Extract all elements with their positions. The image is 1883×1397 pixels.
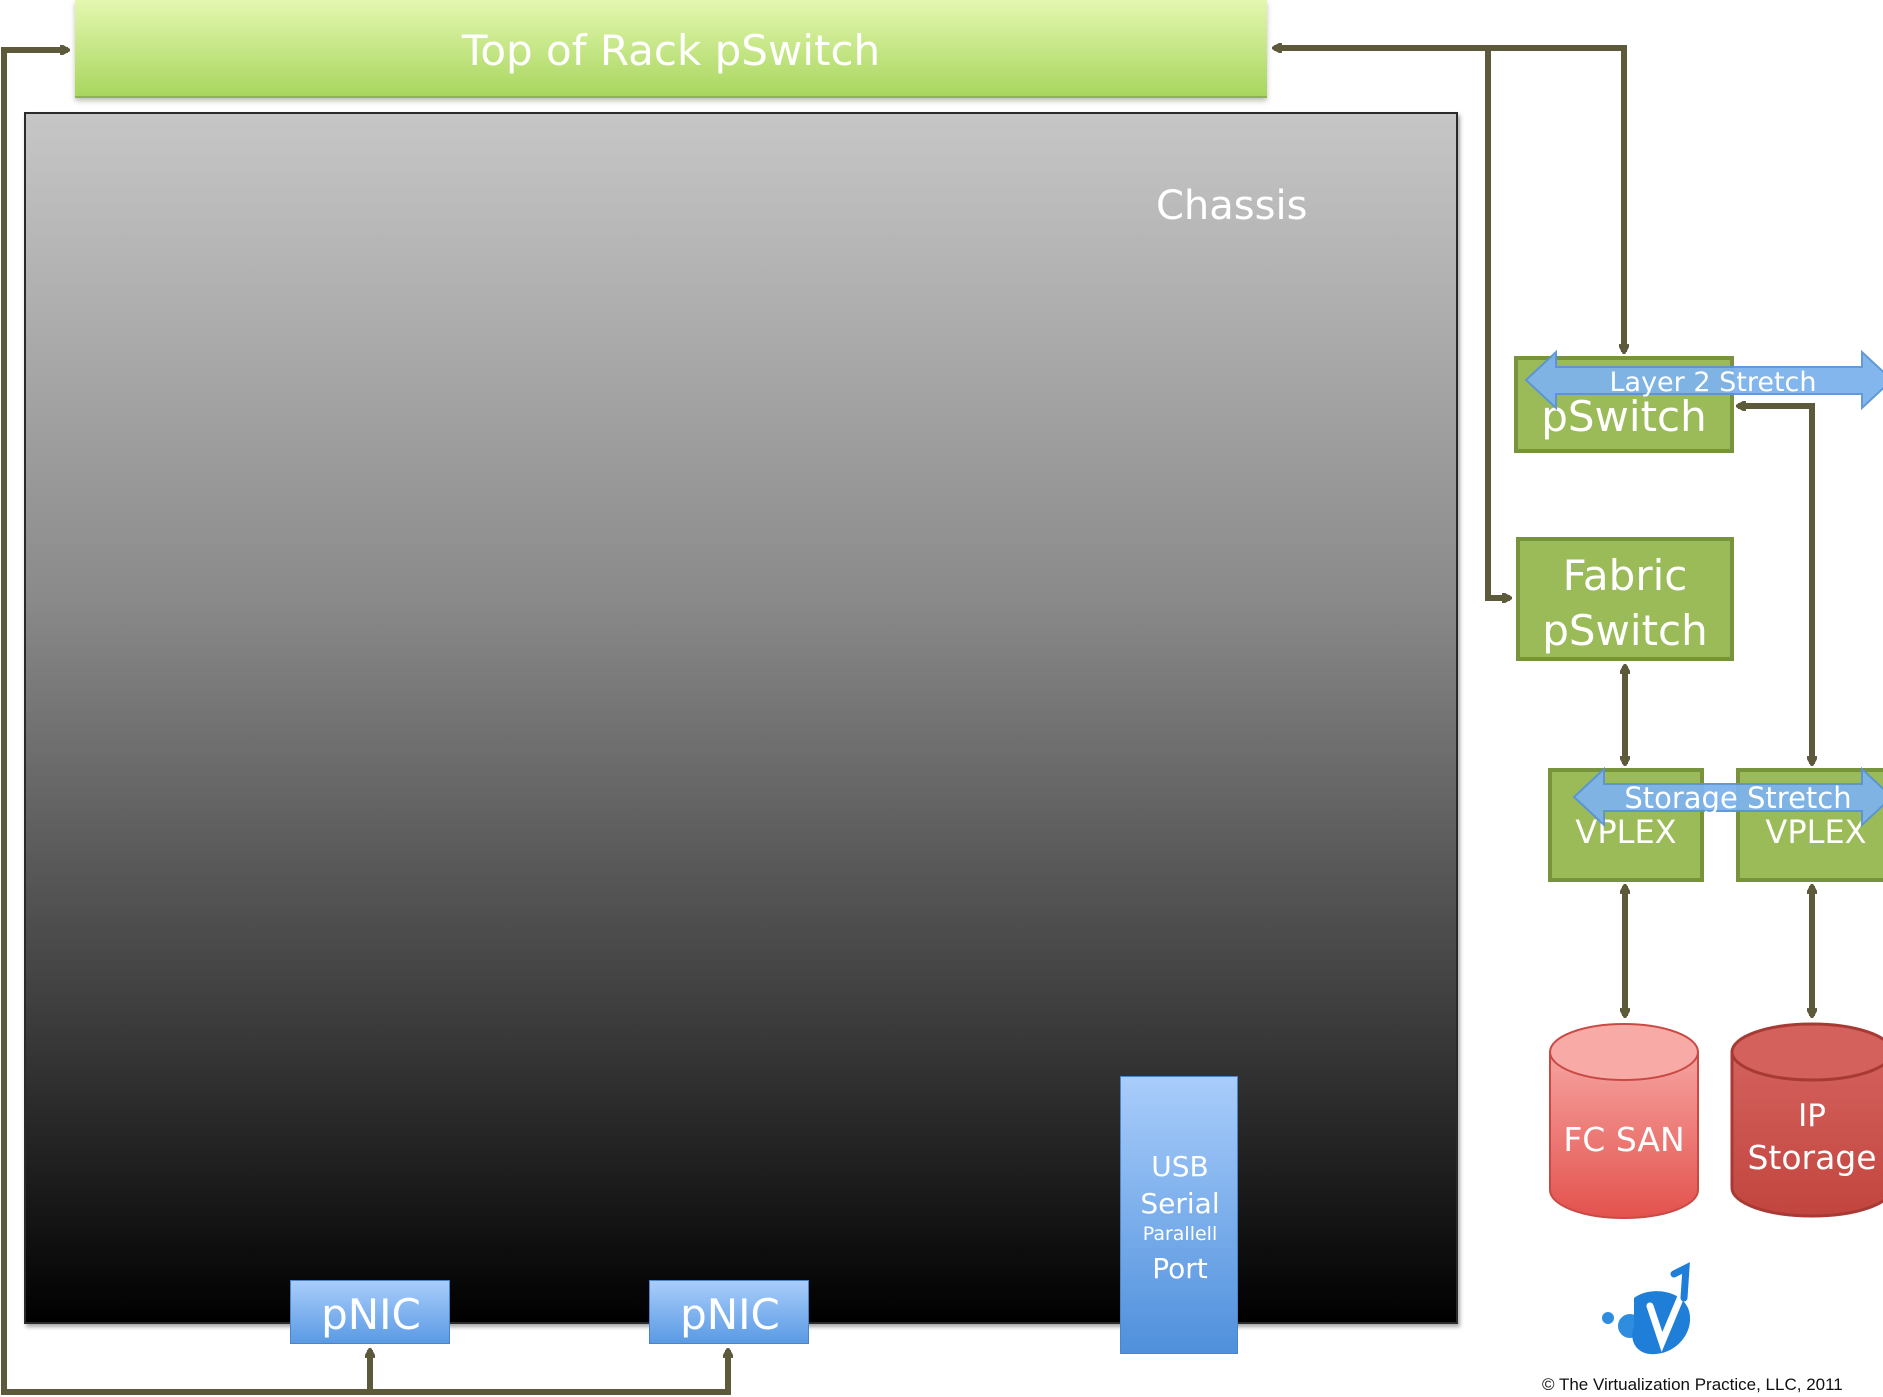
- usb-serial-parallel-port: USB Serial Parallell Port: [1120, 1076, 1238, 1354]
- layer2-stretch-arrow: [1524, 349, 1883, 411]
- usb-label: USB: [1151, 1150, 1209, 1183]
- fc-san-cylinder: FC SAN: [1549, 1023, 1699, 1219]
- connector-tor-pnic-loop: [1, 50, 728, 1395]
- storage-label: Storage: [1747, 1138, 1876, 1177]
- pswitch-label: pSwitch: [1541, 392, 1707, 441]
- ip-label: IP: [1798, 1098, 1826, 1134]
- copyright-notice: © The Virtualization Practice, LLC, 2011: [1542, 1375, 1843, 1394]
- connector-tor-fabric: [1485, 48, 1510, 598]
- vplex-right-label: VPLEX: [1765, 813, 1867, 851]
- virtualization-practice-logo: [1602, 1262, 1691, 1355]
- layer2-stretch-label: Layer 2 Stretch: [1609, 367, 1816, 398]
- fc-san-label: FC SAN: [1563, 1120, 1684, 1159]
- vplex-left-label: VPLEX: [1575, 813, 1677, 851]
- storage-stretch-arrow: [1572, 766, 1883, 828]
- serial-label: Serial: [1140, 1187, 1220, 1220]
- fabric-pswitch-label: pSwitch: [1542, 606, 1708, 655]
- connector-tor-pswitch: [1274, 48, 1624, 352]
- ip-storage-cylinder: IP Storage: [1730, 1022, 1883, 1218]
- fabric-label: Fabric: [1562, 551, 1688, 600]
- fabric-pswitch: Fabric pSwitch: [1516, 537, 1734, 661]
- port-label: Port: [1152, 1252, 1208, 1285]
- parallel-label: Parallell: [1142, 1223, 1218, 1245]
- storage-stretch-label: Storage Stretch: [1624, 781, 1851, 815]
- connector-pswitch-vplex-right: [1738, 406, 1812, 764]
